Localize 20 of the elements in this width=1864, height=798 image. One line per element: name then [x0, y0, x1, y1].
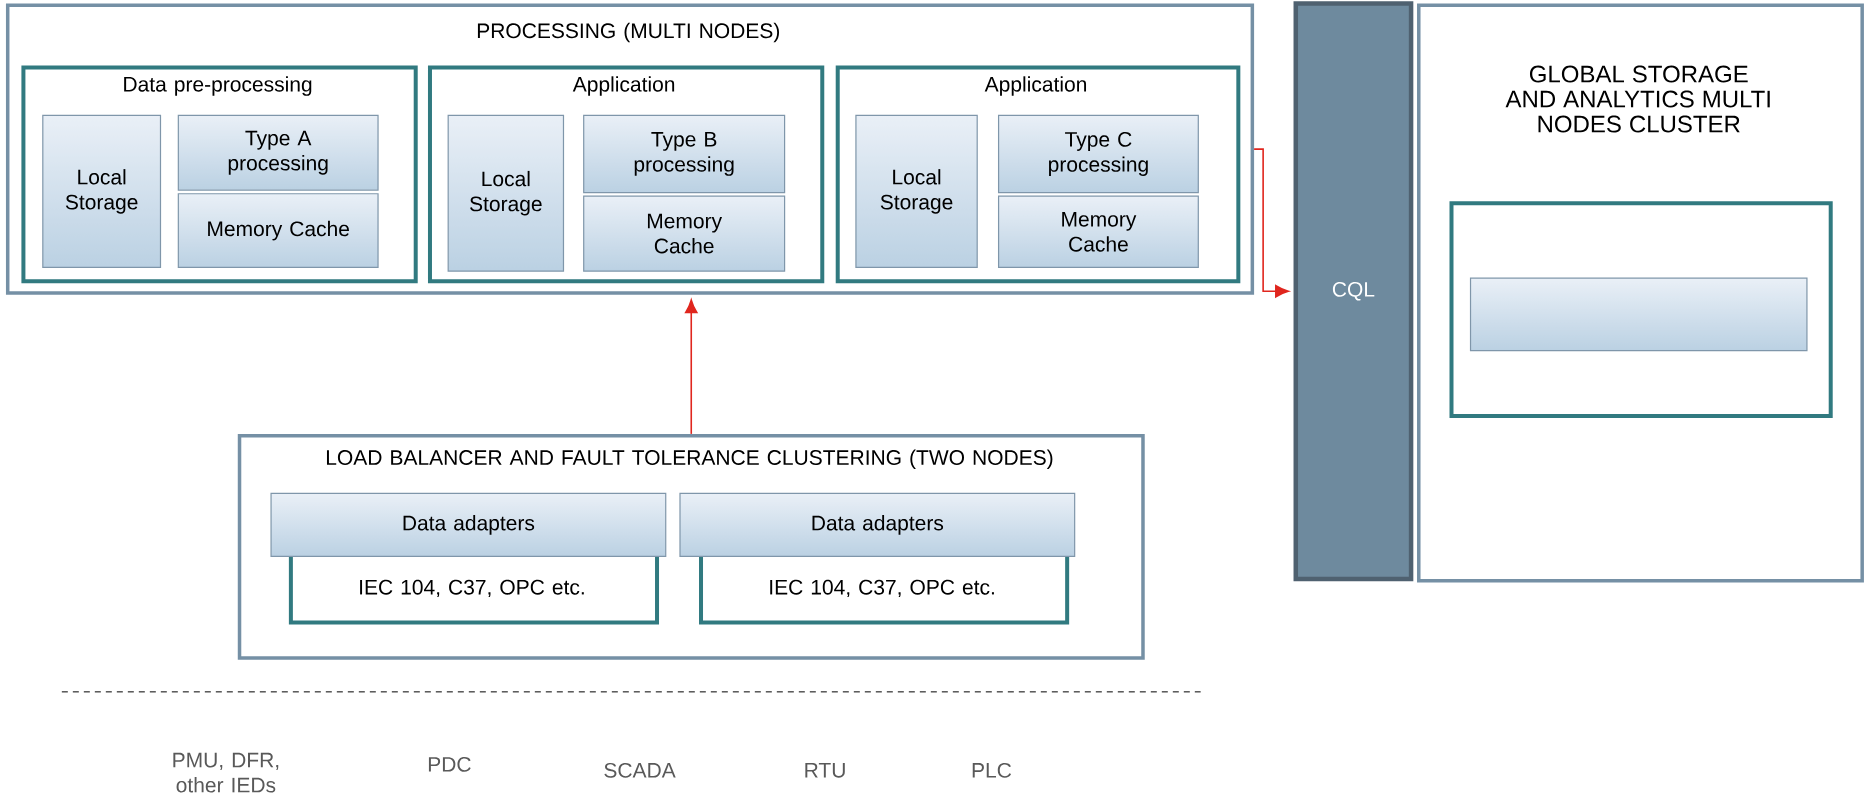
device-label: PMU, DFR, other IEDs	[173, 752, 279, 793]
device-label: SCADA	[604, 762, 676, 778]
component-box: Data adapters	[679, 492, 1076, 557]
device-label: PDC	[428, 756, 471, 772]
component-box: Type A processing	[177, 114, 379, 191]
arrow	[684, 299, 698, 435]
component-box: Local Storage	[447, 114, 565, 272]
component-box: Memory Cache	[177, 193, 379, 269]
component-box: Memory Cache	[998, 195, 1199, 269]
component-box: Local Storage	[42, 114, 162, 269]
component-box	[1469, 277, 1808, 352]
component-box: Type B processing	[583, 114, 786, 194]
interface-bar: CQL	[1293, 1, 1414, 582]
component-box: Local Storage	[855, 114, 978, 269]
device-label: RTU	[805, 763, 845, 778]
component-box: Type C processing	[998, 114, 1199, 194]
arrow	[1253, 148, 1289, 298]
device-label: PLC	[972, 762, 1012, 778]
component-box: Memory Cache	[583, 195, 786, 272]
component-box: Data adapters	[270, 492, 667, 557]
